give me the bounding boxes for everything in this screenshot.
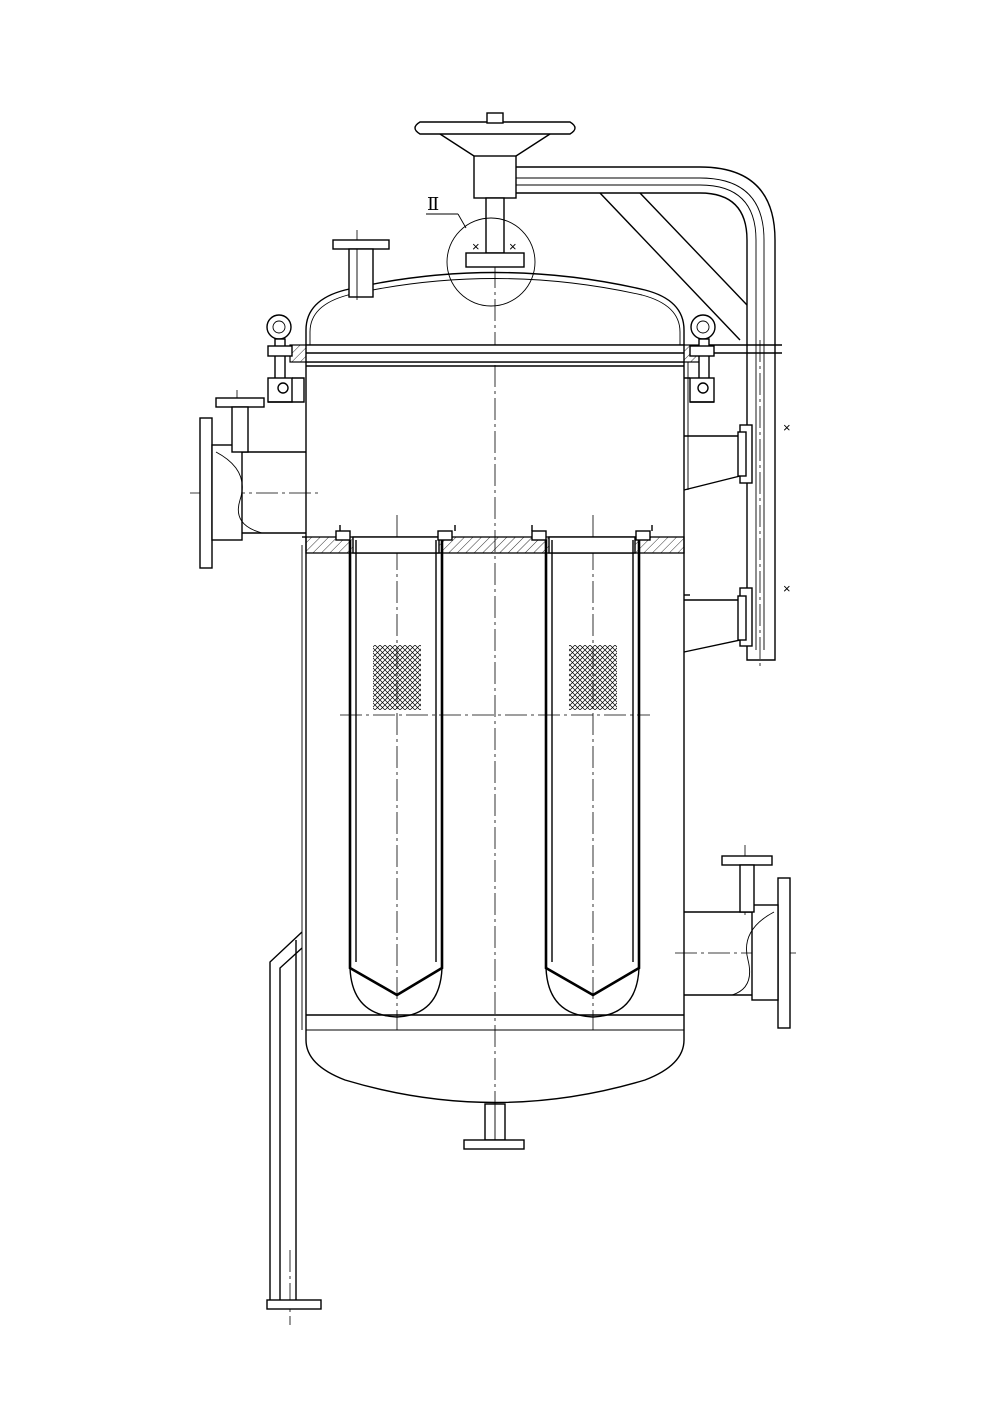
weld-mark-left: × <box>472 239 480 254</box>
davit-arm <box>516 166 782 661</box>
detail-callout: Ⅱ <box>426 194 536 307</box>
vessel-shell <box>301 362 689 1030</box>
detail-label: Ⅱ <box>427 194 439 214</box>
top-head <box>305 271 685 345</box>
tube-sheet <box>302 536 685 554</box>
weld-mark-right: × <box>509 239 517 254</box>
bottom-head <box>305 1014 685 1104</box>
drain-nozzle <box>463 1103 525 1150</box>
filter-bag-right <box>544 540 641 1018</box>
gauge-nozzle-lower: × <box>683 581 791 653</box>
support-leg <box>266 931 322 1310</box>
bag-clamps <box>335 525 653 541</box>
filter-bag-left <box>348 540 444 1018</box>
body-flange <box>289 344 701 363</box>
clamp-left <box>266 314 305 403</box>
inlet-nozzle <box>199 397 306 569</box>
outlet-nozzle <box>684 855 791 1029</box>
handwheel: × × <box>414 112 576 268</box>
vent-nozzle <box>332 239 390 298</box>
gauge-nozzle-upper: × <box>683 420 791 491</box>
weld-mark-gauge-upper: × <box>783 420 791 435</box>
clamp-right <box>684 314 716 403</box>
weld-mark-gauge-lower: × <box>783 581 791 596</box>
